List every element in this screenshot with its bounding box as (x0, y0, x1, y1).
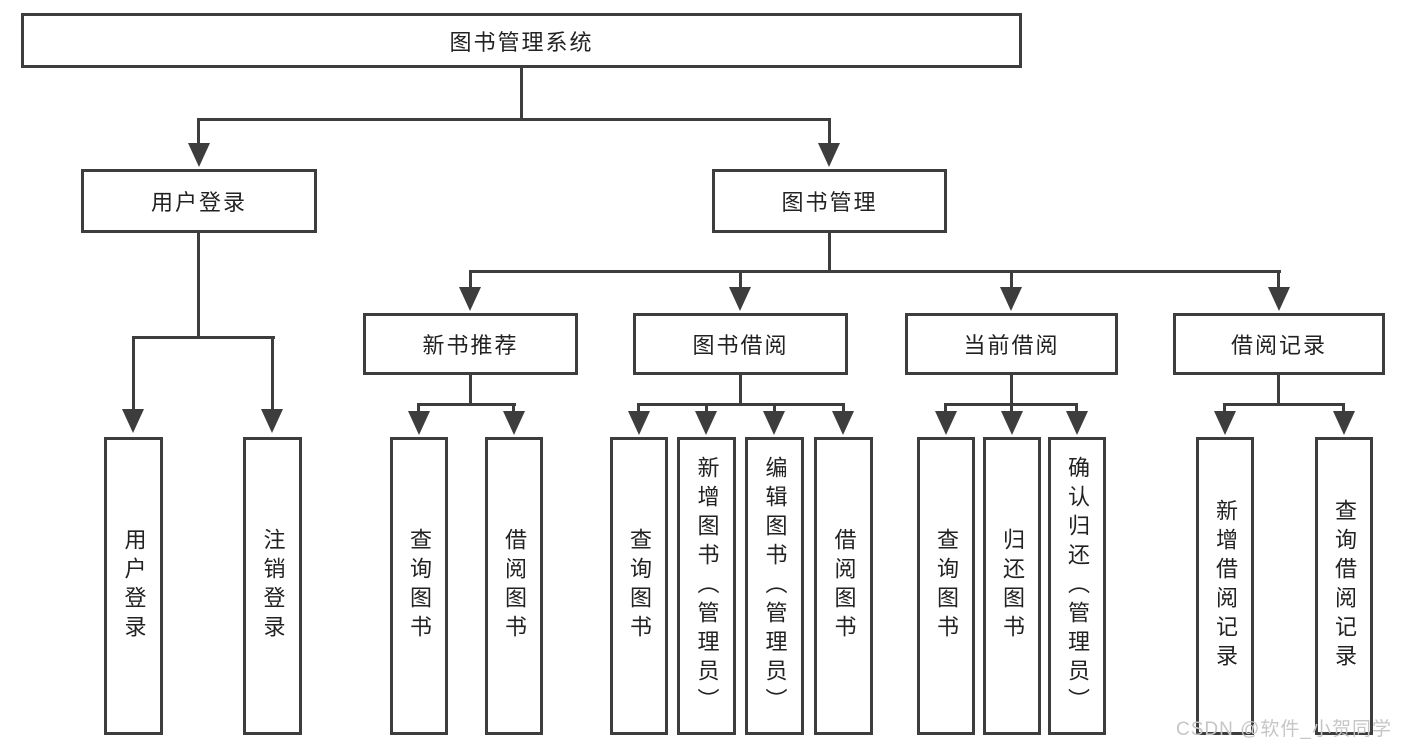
node-root: 图书管理系统 (21, 13, 1022, 68)
connector-line (132, 336, 135, 412)
connector-line (773, 403, 776, 414)
connector-line (739, 375, 742, 406)
leaf-current-return-books: 归还图书 (983, 437, 1041, 735)
leaf-borrowing-edit-books-admin: 编辑图书（管理员） (745, 437, 804, 735)
arrowhead-down-icon (1268, 287, 1290, 311)
arrowhead-down-icon (459, 287, 481, 311)
arrowhead-down-icon (122, 409, 144, 433)
connector-line (1010, 375, 1013, 406)
connector-line (520, 68, 523, 121)
leaf-records-query-borrow-record: 查询借阅记录 (1315, 437, 1373, 735)
connector-line (828, 233, 831, 273)
arrowhead-down-icon (1333, 411, 1355, 435)
arrowhead-down-icon (1214, 411, 1236, 435)
leaf-current-query-books: 查询图书 (917, 437, 975, 735)
connector-line (842, 403, 845, 414)
node-new-book-recommend: 新书推荐 (363, 313, 578, 375)
connector-line (197, 118, 200, 146)
connector-line (469, 270, 1281, 273)
arrowhead-down-icon (1066, 411, 1088, 435)
arrowhead-down-icon (695, 411, 717, 435)
node-current-borrowing: 当前借阅 (905, 313, 1118, 375)
connector-line (469, 375, 472, 406)
connector-line (1342, 403, 1345, 414)
connector-line (469, 270, 472, 290)
connector-line (1010, 270, 1013, 290)
arrowhead-down-icon (188, 143, 210, 167)
arrowhead-down-icon (628, 411, 650, 435)
connector-line (637, 403, 640, 414)
leaf-borrowing-query-books: 查询图书 (610, 437, 668, 735)
arrowhead-down-icon (1000, 287, 1022, 311)
node-user-login: 用户登录 (81, 169, 317, 233)
connector-line (417, 403, 420, 414)
connector-line (637, 403, 845, 406)
arrowhead-down-icon (832, 411, 854, 435)
connector-line (1010, 403, 1013, 414)
arrowhead-down-icon (1001, 411, 1023, 435)
leaf-borrowing-add-books-admin: 新增图书（管理员） (677, 437, 736, 735)
connector-line (1075, 403, 1078, 414)
connector-line (132, 336, 275, 339)
arrowhead-down-icon (261, 409, 283, 433)
connector-line (1223, 403, 1345, 406)
connector-line (828, 118, 831, 146)
arrowhead-down-icon (408, 411, 430, 435)
connector-line (739, 270, 742, 290)
arrowhead-down-icon (935, 411, 957, 435)
leaf-logout: 注销登录 (243, 437, 302, 735)
connector-line (705, 403, 708, 414)
leaf-borrowing-borrow-books: 借阅图书 (814, 437, 873, 735)
connector-line (197, 233, 200, 339)
connector-line (1223, 403, 1226, 414)
connector-line (512, 403, 515, 414)
connector-line (417, 403, 516, 406)
connector-line (271, 336, 274, 412)
connector-line (944, 403, 947, 414)
leaf-user-login: 用户登录 (104, 437, 163, 735)
node-book-borrowing: 图书借阅 (633, 313, 848, 375)
arrowhead-down-icon (503, 411, 525, 435)
connector-line (1277, 270, 1280, 290)
arrowhead-down-icon (763, 411, 785, 435)
watermark: CSDN @软件_小贺同学 (1176, 719, 1392, 740)
connector-line (1277, 375, 1280, 406)
leaf-recommend-query-books: 查询图书 (390, 437, 448, 735)
arrowhead-down-icon (818, 143, 840, 167)
connector-line (197, 118, 831, 121)
leaf-current-confirm-return-admin: 确认归还（管理员） (1048, 437, 1106, 735)
node-book-management: 图书管理 (712, 169, 947, 233)
arrowhead-down-icon (729, 287, 751, 311)
leaf-recommend-borrow-books: 借阅图书 (485, 437, 543, 735)
leaf-records-add-borrow-record: 新增借阅记录 (1196, 437, 1254, 735)
node-borrowing-records: 借阅记录 (1173, 313, 1385, 375)
